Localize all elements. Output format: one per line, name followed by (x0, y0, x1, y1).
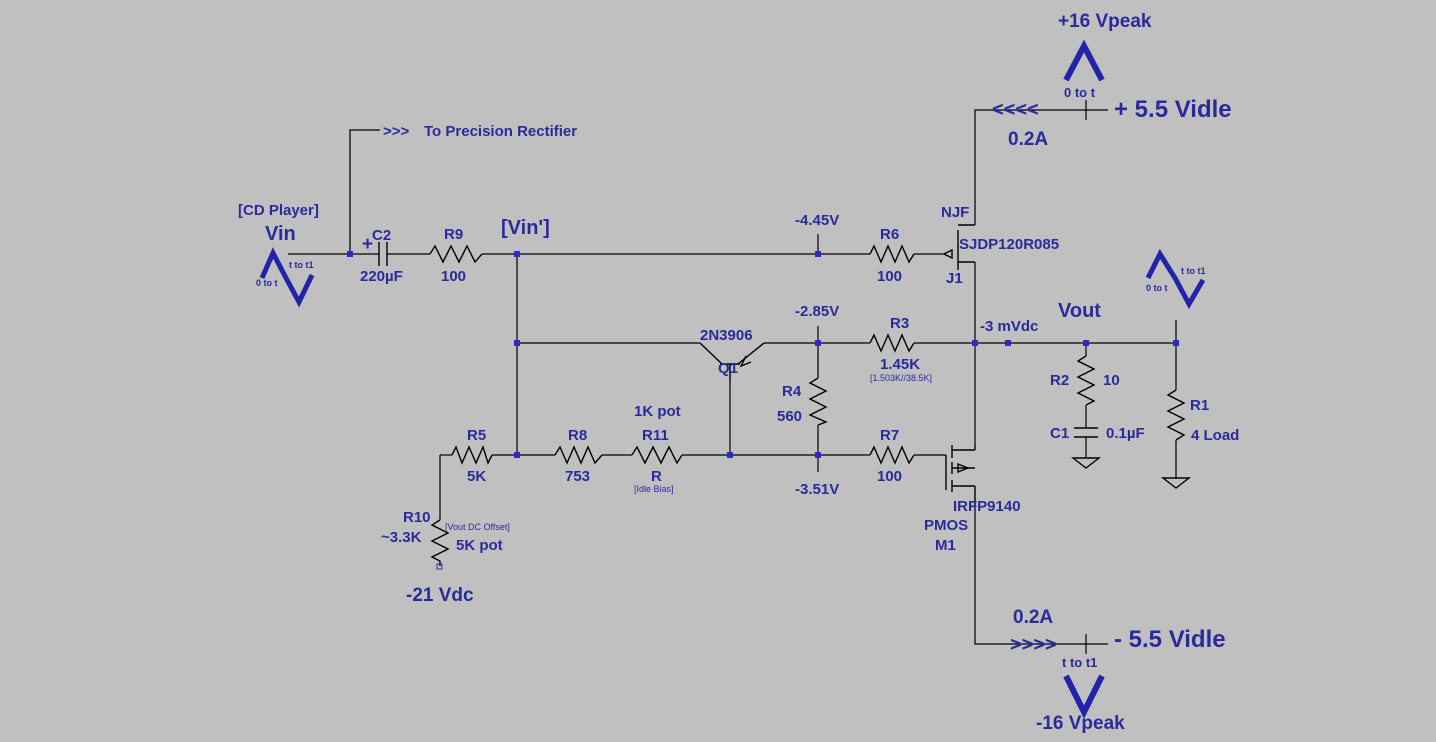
r1-name-label: R1 (1190, 397, 1209, 414)
net-q1-emitter-label: -2.85V (795, 303, 839, 320)
capacitor-c2-symbol (378, 242, 388, 266)
r4-name-label: R4 (782, 383, 802, 400)
r6-name-label: R6 (880, 226, 899, 243)
r11-pot-label: 1K pot (634, 403, 681, 420)
q1-name-label: Q1 (718, 360, 738, 377)
r2-name-label: R2 (1050, 372, 1069, 389)
c2-name-label: C2 (372, 227, 391, 244)
vout-label: Vout (1058, 300, 1101, 322)
r3-value-label: 1.45K (880, 356, 920, 373)
q1-model-label: 2N3906 (700, 327, 753, 344)
r7-name-label: R7 (880, 427, 899, 444)
c2-polarity-label: + (362, 234, 373, 255)
neg-supply-idle-label: - 5.5 Vidle (1114, 626, 1226, 653)
vin-name-label: Vin (265, 223, 296, 245)
rectifier-arrows: >>> (383, 123, 410, 140)
neg-supply-sub-label: t to t1 (1062, 655, 1097, 670)
r5-value-label: 5K (467, 468, 486, 485)
grounds (1070, 457, 1192, 489)
resistor-r10-symbol (430, 519, 450, 566)
c2-value-label: 220µF (360, 268, 403, 285)
transistor-q1-symbol (699, 342, 765, 382)
neg-supply-arrows: >>>> (1010, 634, 1057, 656)
pos-supply-arrows: <<<< (992, 99, 1039, 121)
c1-value-label: 0.1µF (1106, 425, 1145, 442)
r5-name-label: R5 (467, 427, 486, 444)
neg-supply-peak-label: -16 Vpeak (1036, 713, 1125, 734)
resistor-r5-symbol (451, 445, 493, 465)
r1-value-label: 4 Load (1191, 427, 1239, 444)
resistors (429, 244, 1186, 570)
neg-bias-label: -21 Vdc (406, 585, 474, 606)
r10-note-label: [Vout DC Offset] (445, 522, 510, 532)
resistor-r9-symbol (429, 244, 483, 264)
pos-supply-idle-label: + 5.5 Vidle (1114, 96, 1232, 123)
r11-name-label: R11 (642, 427, 669, 444)
m1-model-label: IRFP9140 (953, 498, 1021, 515)
vout-wave-high-label: t to t1 (1181, 266, 1206, 276)
m1-type-label: PMOS (924, 517, 968, 534)
r9-value-label: 100 (441, 268, 466, 285)
m1-name-label: M1 (935, 537, 956, 554)
r10-name-label: R10 (403, 509, 431, 526)
r3-note-label: [1.503K//38.5K] (870, 373, 932, 383)
net-m1-gate-label: -3.51V (795, 481, 839, 498)
resistor-r8-symbol (554, 445, 603, 465)
jfet-j1-symbol (942, 224, 975, 270)
resistor-r6-symbol (869, 244, 915, 264)
r11-value-label: R (651, 468, 662, 485)
resistor-r1-symbol (1166, 389, 1186, 441)
neg-supply-arrow-icon (1063, 674, 1105, 719)
vin-wave-icon (259, 247, 315, 308)
pos-supply-arrow-icon (1063, 39, 1105, 82)
neg-supply-current-label: 0.2A (1013, 607, 1053, 628)
ground-r1-icon (1160, 477, 1192, 489)
wires (288, 109, 1178, 645)
pos-supply-sub-label: 0 to t (1064, 85, 1096, 100)
vin-prime-label: [Vin'] (501, 217, 550, 239)
r10-value-label: ~3.3K (381, 529, 422, 546)
resistor-r3-symbol (869, 333, 915, 353)
r4-value-label: 560 (777, 408, 802, 425)
resistor-r4-symbol (808, 377, 828, 426)
r10-pot-label: 5K pot (456, 537, 503, 554)
r6-value-label: 100 (877, 268, 902, 285)
r9-name-label: R9 (444, 226, 463, 243)
r8-value-label: 753 (565, 468, 590, 485)
resistor-r7-symbol (869, 445, 915, 465)
net-offset-label: -3 mVdc (980, 318, 1038, 335)
ground-c1-icon (1070, 457, 1102, 469)
r7-value-label: 100 (877, 468, 902, 485)
r10-pot-terminal (436, 563, 443, 570)
capacitor-c1-symbol (1074, 427, 1098, 438)
r2-value-label: 10 (1103, 372, 1120, 389)
r11-note-label: [Idle Bias] (634, 484, 674, 494)
resistor-r2-symbol (1076, 355, 1096, 406)
mosfet-m1-symbol (945, 445, 976, 505)
c1-name-label: C1 (1050, 425, 1069, 442)
vin-top-label: [CD Player] (238, 202, 319, 219)
j1-name-label: J1 (946, 270, 963, 287)
r8-name-label: R8 (568, 427, 587, 444)
pos-supply-peak-label: +16 Vpeak (1058, 11, 1152, 32)
capacitors (378, 242, 1098, 438)
resistor-r11-symbol (631, 445, 683, 465)
pos-supply-current-label: 0.2A (1008, 129, 1048, 150)
r3-name-label: R3 (890, 315, 909, 332)
net-gate-j1-label: -4.45V (795, 212, 839, 229)
vout-wave-low-label: 0 to t (1146, 283, 1168, 293)
vin-high-label: t to t1 (289, 260, 314, 270)
j1-type-label: NJF (941, 204, 969, 221)
j1-model-label: SJDP120R085 (959, 236, 1059, 253)
vin-low-label: 0 to t (256, 278, 278, 288)
junction-dots (347, 251, 1179, 458)
rectifier-label: To Precision Rectifier (424, 123, 577, 140)
vout-wave-icon (1145, 248, 1206, 310)
